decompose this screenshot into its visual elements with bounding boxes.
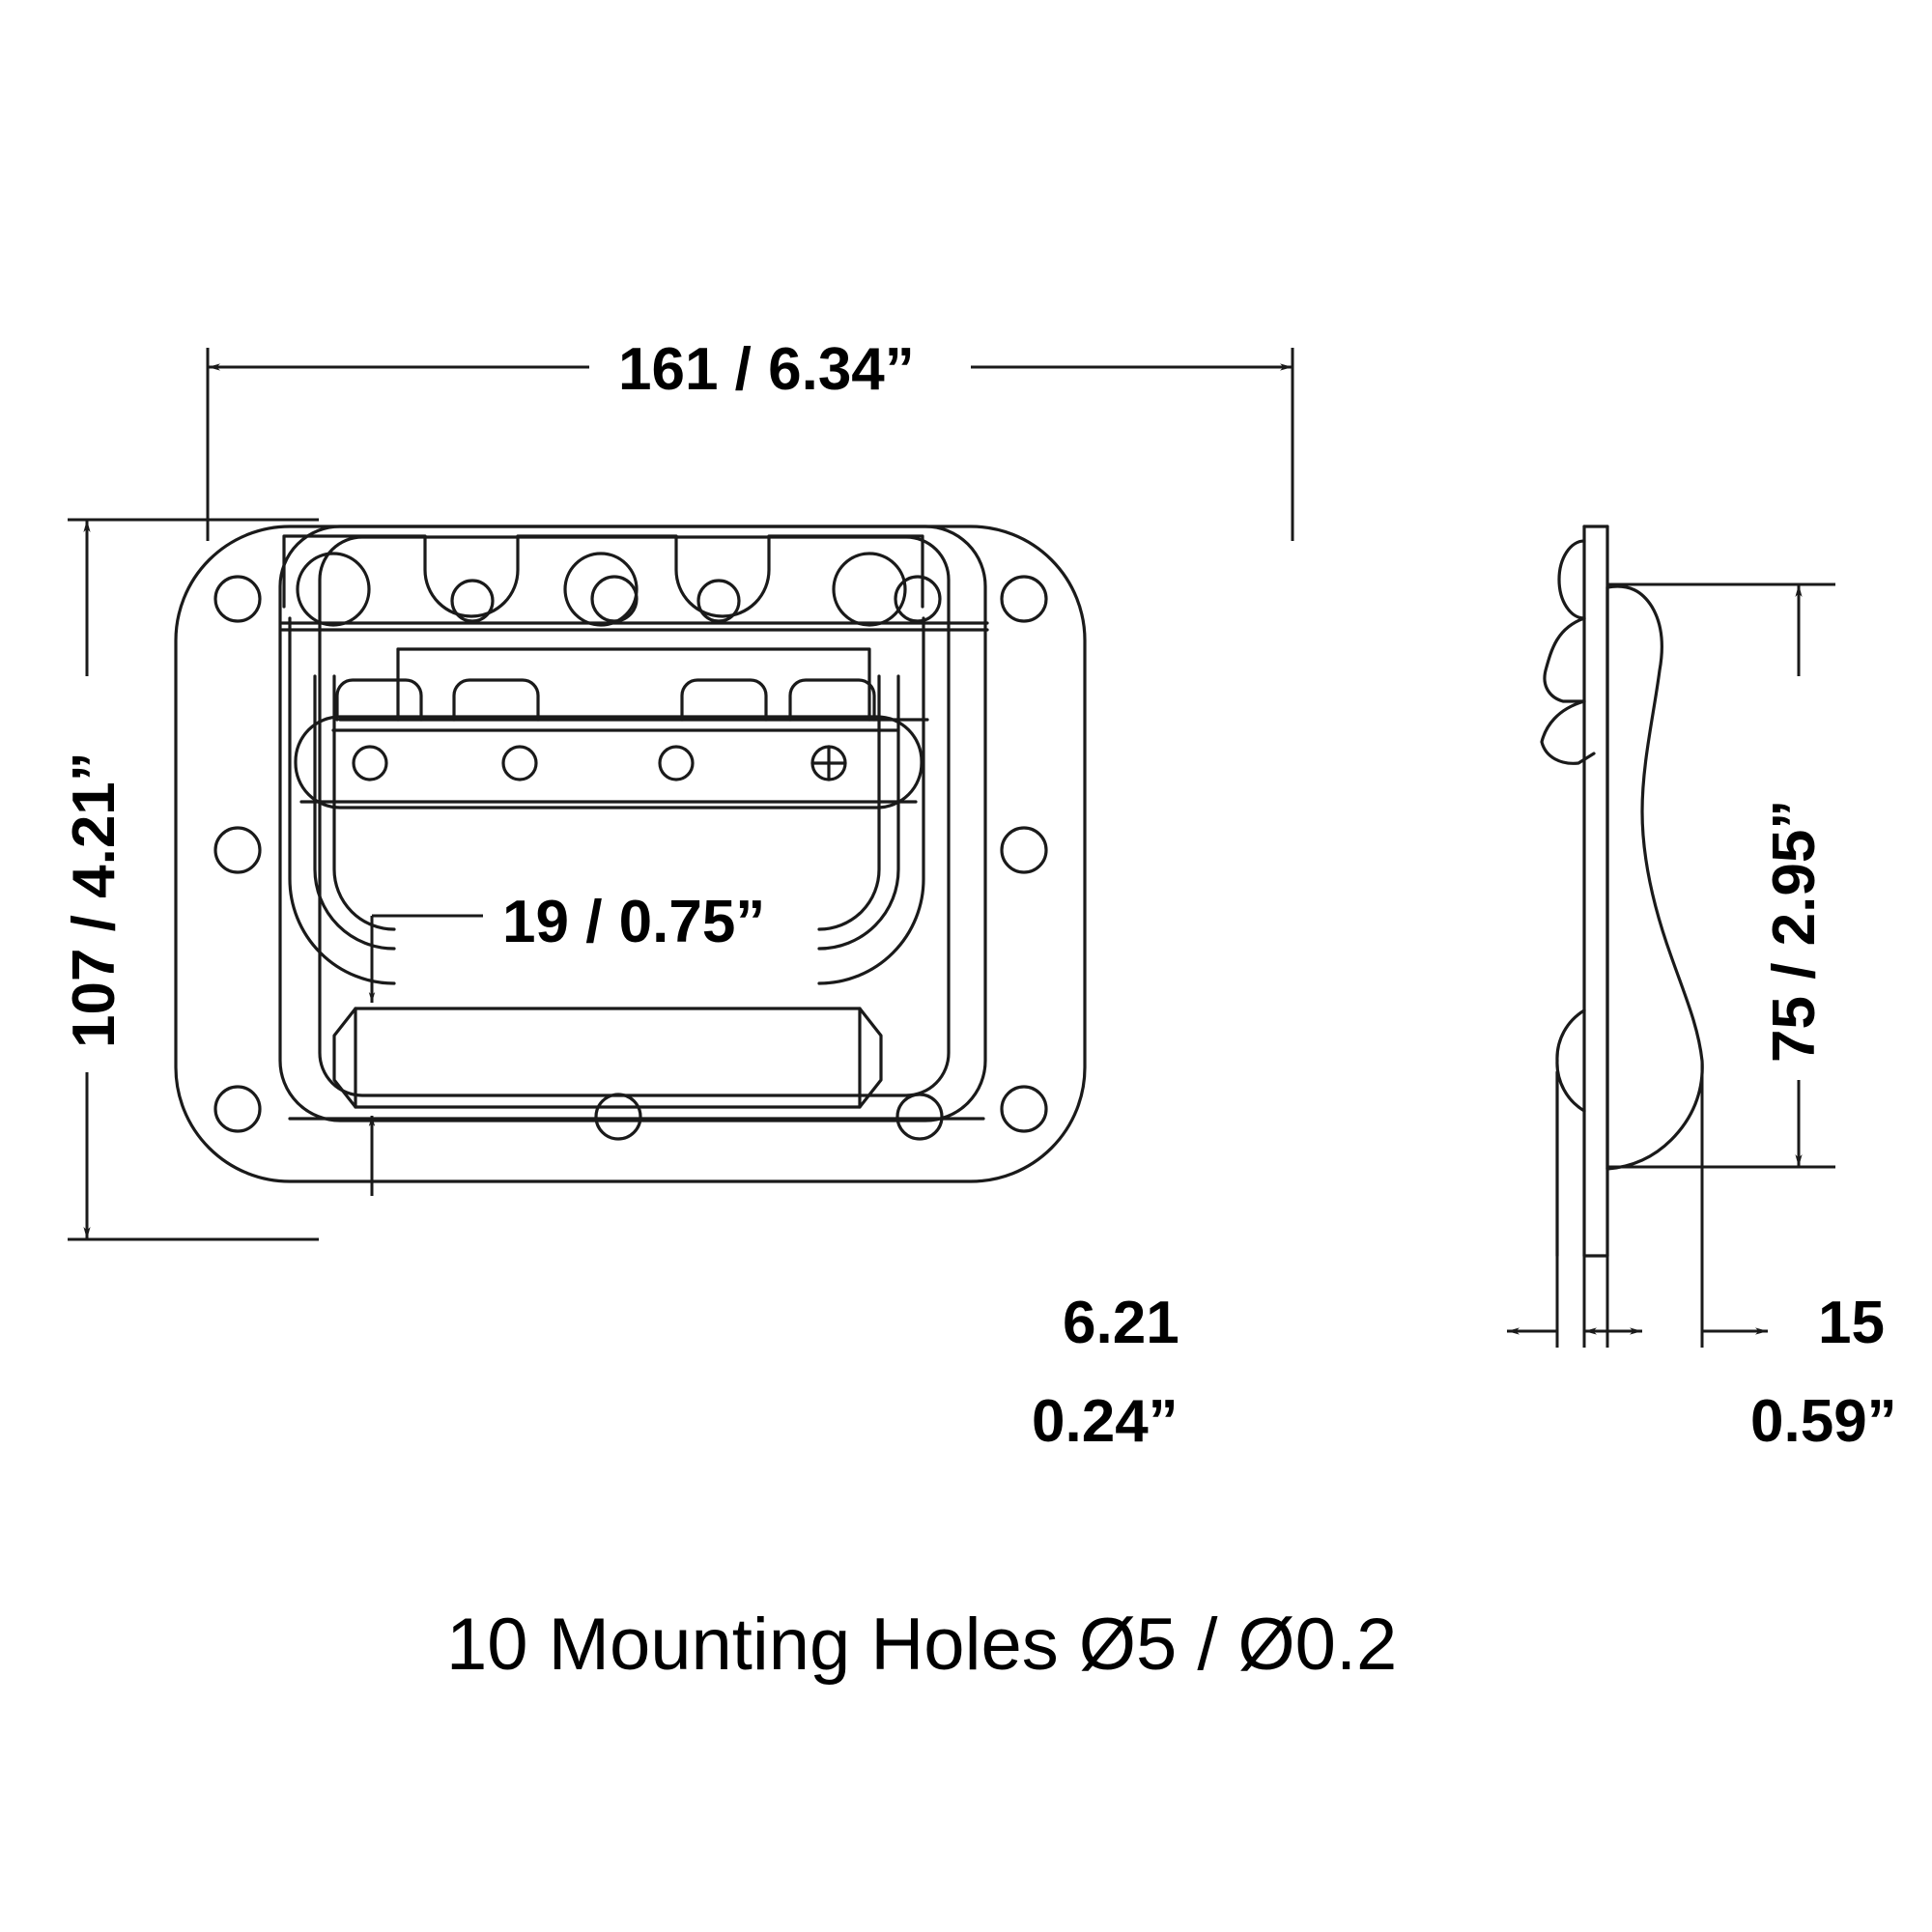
dimension-side-depth-label: 75 / 2.95”: [1761, 800, 1828, 1063]
dimension-width: [206, 348, 1294, 541]
handle-grip-bar: [332, 1007, 883, 1109]
mounting-holes-group: [213, 575, 1048, 1141]
hinge-knuckle-profile: [280, 534, 989, 632]
side-view-body-profile: [1605, 584, 1704, 1171]
side-view-grip-arc: [1555, 1009, 1586, 1258]
dimension-flange-offset: [1700, 1063, 1768, 1348]
front-view-plate-outline: [174, 525, 1087, 1183]
mounting-holes-note: 10 Mounting Holes Ø5 / Ø0.2: [446, 1604, 1397, 1686]
side-view-hinge-detail: [1540, 539, 1596, 765]
dimension-width-label: 161 / 6.34”: [618, 336, 915, 403]
handle-bracket-body: [294, 647, 929, 810]
dimension-flange-offset-in: 0.59”: [1750, 1388, 1897, 1455]
dimension-flange-offset-mm: 15: [1818, 1290, 1885, 1356]
dimension-height: [68, 518, 319, 1241]
side-view-group: [1540, 525, 1704, 1258]
dimension-height-label: 107 / 4.21”: [61, 752, 128, 1048]
side-view-mounting-plate: [1582, 525, 1609, 1258]
dimension-plate-thickness-in: 0.24”: [1032, 1388, 1179, 1455]
dimension-gripbar-leader: [368, 914, 483, 1196]
dimension-side-depth: [1607, 582, 1835, 1169]
dimension-plate-thickness: [1507, 1082, 1642, 1348]
dimension-gripbar-label: 19 / 0.75”: [502, 889, 765, 955]
dimension-plate-thickness-mm: 6.21: [1063, 1290, 1179, 1356]
